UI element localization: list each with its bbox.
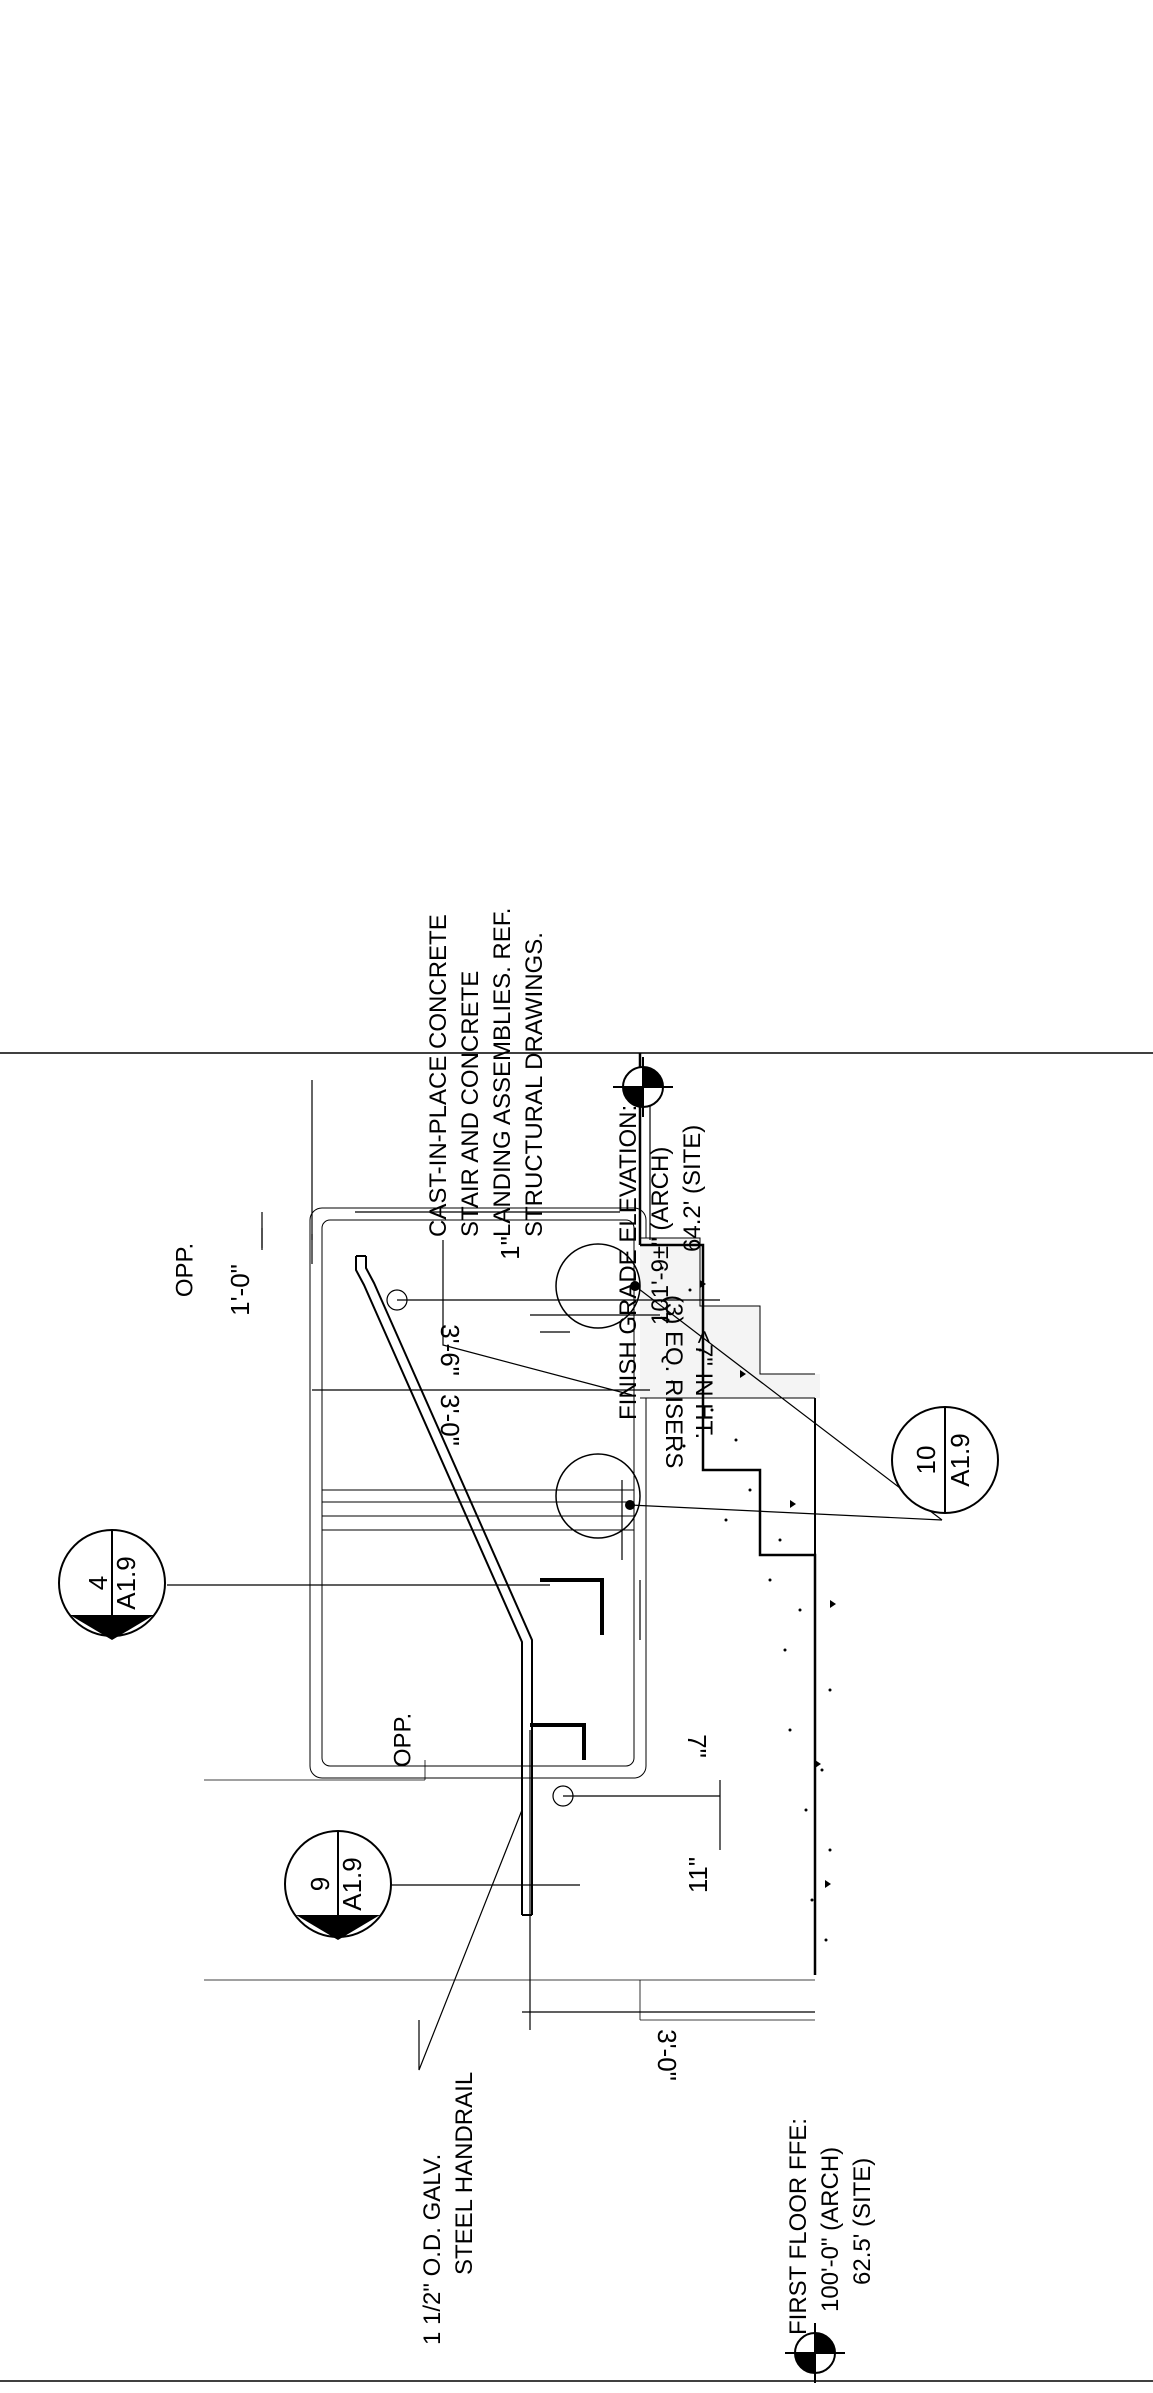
tag-9-number: 9 xyxy=(305,1877,335,1891)
dim-3-0-upper: 3'-0" xyxy=(435,1394,465,1446)
building-outline xyxy=(204,1760,815,2021)
handrail-note-line-2: STEEL HANDRAIL xyxy=(451,2072,478,2275)
dim-7: 7" xyxy=(682,1734,712,1758)
dim-1: 1" xyxy=(495,1236,525,1260)
first-floor-line-2: 100'-0" (ARCH) xyxy=(817,2147,844,2312)
datum-marker-bottom xyxy=(785,2323,845,2383)
opp-label-1: OPP. xyxy=(171,1243,198,1297)
finish-grade-line-2: 101'-9±" (ARCH) xyxy=(647,1147,674,1325)
handrail-note-line-1: 1 1/2" O.D. GALV. xyxy=(419,2154,446,2345)
tag-9-bubble xyxy=(284,1830,392,1940)
finish-grade-line-1: FINISH GRADE ELEVATION: xyxy=(615,1105,642,1420)
stair-note-line-1: CAST-IN-PLACE CONCRETE xyxy=(425,914,452,1237)
tag-4-number: 4 xyxy=(83,1576,113,1590)
guard-post-1 xyxy=(540,1578,604,1635)
stair-note-line-3: LANDING ASSEMBLIES. REF. xyxy=(489,908,516,1237)
tag-10-number: 10 xyxy=(911,1446,941,1475)
dim-3-0-lower: 3'-0" xyxy=(652,2029,682,2081)
landing-rail-box xyxy=(309,1207,647,1779)
risers-line-1: (3) EQ. RISERS xyxy=(660,1295,687,1468)
datum-marker-top xyxy=(613,1057,673,1117)
tag-4-bubble xyxy=(58,1529,166,1640)
finish-grade-line-3: 64.2' (SITE) xyxy=(679,1125,706,1252)
first-floor-line-3: 62.5' (SITE) xyxy=(849,2158,876,2285)
tag-10-sheet: A1.9 xyxy=(945,1433,975,1487)
dim-11: 11" xyxy=(683,1857,713,1893)
dim-1-0: 1'-0" xyxy=(225,1264,255,1316)
tag-4-sheet: A1.9 xyxy=(111,1556,141,1610)
stair-note-line-4: STRUCTURAL DRAWINGS. xyxy=(521,932,548,1237)
guard-post-2 xyxy=(530,1723,586,1760)
tag-10-bubble xyxy=(891,1406,999,1514)
opp-label-2: OPP. xyxy=(389,1713,416,1767)
tag-9-sheet: A1.9 xyxy=(337,1857,367,1911)
first-floor-line-1: FIRST FLOOR FFE: xyxy=(785,2118,812,2335)
stair-note-line-2: STAIR AND CONCRETE xyxy=(457,971,484,1237)
handrail xyxy=(355,1255,533,1916)
concrete-hatch xyxy=(660,1266,836,1942)
dim-3-6: 3'-6" xyxy=(435,1324,465,1376)
risers-line-2: <7" IN HT. xyxy=(690,1330,717,1439)
dimension-lines xyxy=(261,1080,815,2030)
concrete-stair xyxy=(640,1237,820,1399)
leader-lines xyxy=(167,1240,943,2071)
